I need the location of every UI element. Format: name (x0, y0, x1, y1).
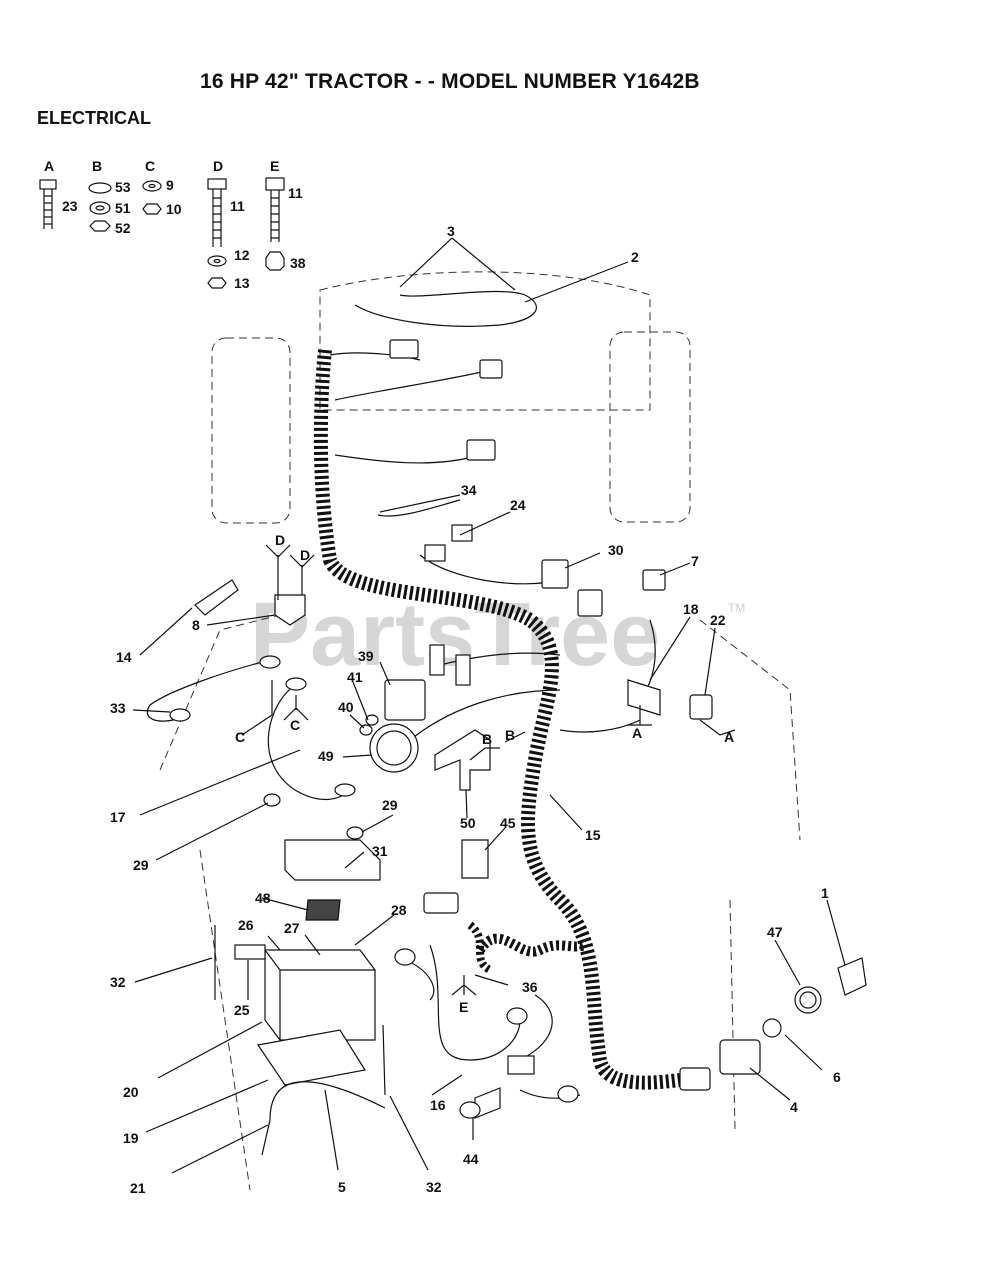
callout-5: 5 (338, 1179, 346, 1195)
callout-21: 21 (130, 1180, 146, 1196)
hw-letter-c: C (145, 158, 155, 174)
callout-34: 34 (461, 482, 477, 498)
hw-c-part-9: 9 (166, 177, 174, 193)
hw-letter-e: E (270, 158, 279, 174)
hw-b-part-53: 53 (115, 179, 131, 195)
callout-22: 22 (710, 612, 726, 628)
callout-39: 39 (358, 648, 374, 664)
callout-41: 41 (347, 669, 363, 685)
callout-2: 2 (631, 249, 639, 265)
callout-48: 48 (255, 890, 271, 906)
hw-letter-a: A (44, 158, 54, 174)
callout-29-a: 29 (382, 797, 398, 813)
callout-28: 28 (391, 902, 407, 918)
ref-a-1: A (632, 725, 642, 741)
callout-18: 18 (683, 601, 699, 617)
page-title: 16 HP 42" TRACTOR - - MODEL NUMBER Y1642… (200, 70, 700, 93)
hw-c-part-10: 10 (166, 201, 182, 217)
callout-8: 8 (192, 617, 200, 633)
ref-c-1: C (235, 729, 245, 745)
callout-4: 4 (790, 1099, 798, 1115)
tractor-outline (159, 271, 801, 1191)
callout-7: 7 (691, 553, 699, 569)
callout-24: 24 (510, 497, 526, 513)
callout-6: 6 (833, 1069, 841, 1085)
ref-c-2: C (290, 717, 300, 733)
callout-1: 1 (821, 885, 829, 901)
callout-25: 25 (234, 1002, 250, 1018)
callout-20: 20 (123, 1084, 139, 1100)
ref-b-1: B (482, 731, 492, 747)
callouts: 3 2 34 24 30 7 18 22 8 14 39 41 33 40 49… (110, 223, 841, 1196)
section-title: ELECTRICAL (37, 108, 151, 128)
ref-d-1: D (275, 532, 285, 548)
ref-d-2: D (300, 547, 310, 563)
ref-b-2: B (505, 727, 515, 743)
hw-d-part-13: 13 (234, 275, 250, 291)
callout-3: 3 (447, 223, 455, 239)
ref-e-1: E (459, 999, 468, 1015)
watermark-tm: TM (728, 601, 745, 615)
wiring-harness (313, 349, 681, 1090)
hw-letter-b: B (92, 158, 102, 174)
hardware-ref-letters: D D C C B B A A E (235, 532, 734, 1015)
callout-45: 45 (500, 815, 516, 831)
callout-32-b: 32 (426, 1179, 442, 1195)
callout-32-a: 32 (110, 974, 126, 990)
hw-b-part-52: 52 (115, 220, 131, 236)
callout-27: 27 (284, 920, 300, 936)
hw-b-hardware (88, 182, 112, 232)
ref-a-2: A (724, 729, 734, 745)
hw-d-part-12: 12 (234, 247, 250, 263)
hw-d-hardware (207, 178, 227, 289)
callout-15: 15 (585, 827, 601, 843)
hw-e-hardware (265, 177, 285, 271)
hw-e-part-11: 11 (288, 185, 303, 201)
callout-26: 26 (238, 917, 254, 933)
hw-c-hardware (142, 180, 162, 215)
callout-40: 40 (338, 699, 354, 715)
hw-letter-d: D (213, 158, 223, 174)
hardware-legend: A B C D E 23 53 51 52 9 10 (39, 158, 306, 291)
callout-17: 17 (110, 809, 126, 825)
hw-a-bolt (39, 179, 57, 229)
components (169, 339, 867, 1119)
callout-47: 47 (767, 924, 783, 940)
callout-30: 30 (608, 542, 624, 558)
hw-a-part-23: 23 (62, 198, 78, 214)
callout-29-b: 29 (133, 857, 149, 873)
callout-44: 44 (463, 1151, 479, 1167)
callout-50: 50 (460, 815, 476, 831)
callout-33: 33 (110, 700, 126, 716)
hardware-markers (214, 544, 736, 1096)
callout-31: 31 (372, 843, 388, 859)
callout-16: 16 (430, 1097, 446, 1113)
callout-19: 19 (123, 1130, 139, 1146)
callout-36: 36 (522, 979, 538, 995)
leader-lines (132, 237, 846, 1174)
hw-b-part-51: 51 (115, 200, 131, 216)
callout-49: 49 (318, 748, 334, 764)
hw-d-part-11: 11 (230, 198, 245, 214)
hw-e-part-38: 38 (290, 255, 306, 271)
callout-14: 14 (116, 649, 132, 665)
